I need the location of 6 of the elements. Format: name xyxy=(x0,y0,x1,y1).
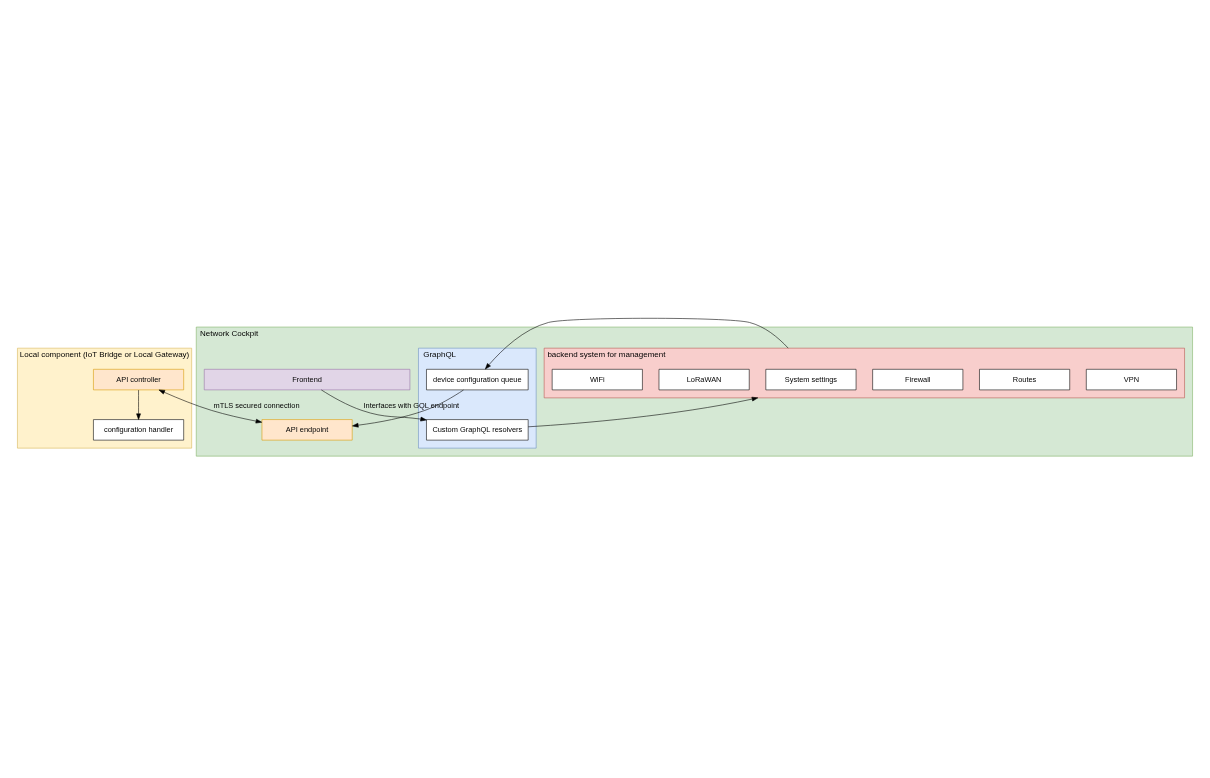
arrow xyxy=(158,389,263,423)
arrow xyxy=(352,389,464,427)
arrow xyxy=(485,317,789,369)
arrow xyxy=(136,389,141,420)
arrow xyxy=(527,396,759,427)
arrow xyxy=(321,389,427,421)
